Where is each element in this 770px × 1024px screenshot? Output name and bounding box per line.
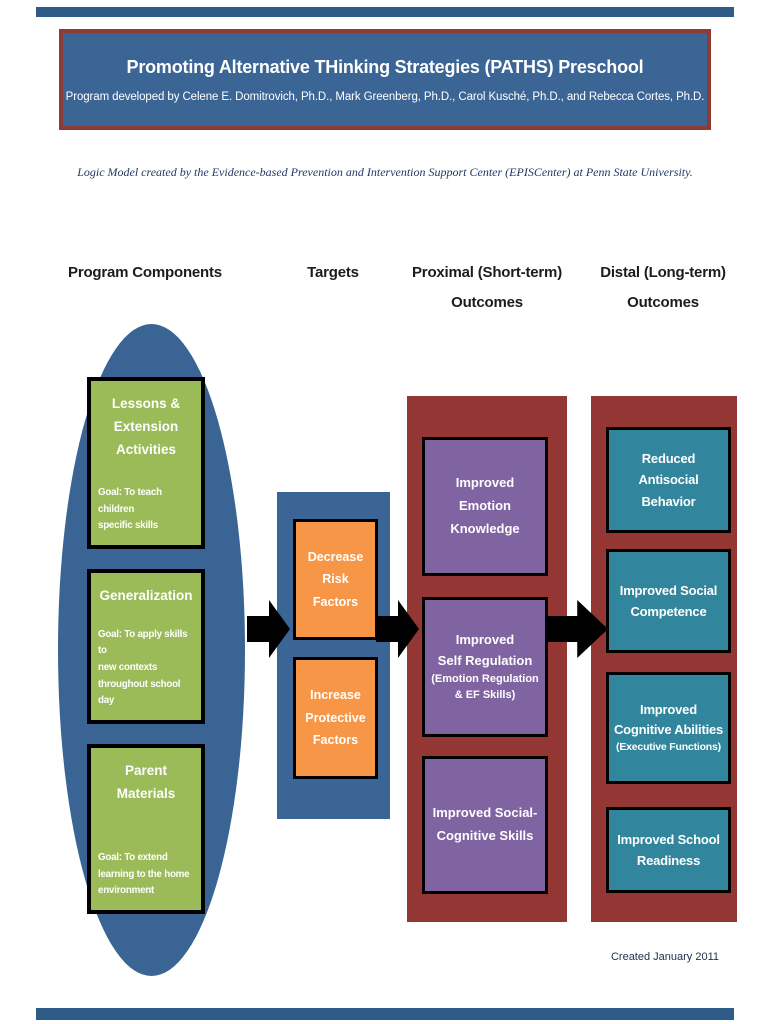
component-box-lessons: Lessons & Extension Activities Goal: To … <box>87 377 205 549</box>
proximal-box-emotion-knowledge: Improved Emotion Knowledge <box>422 437 548 576</box>
column-header-targets: Targets <box>307 264 359 281</box>
proximal-box-self-regulation: Improved Self Regulation (Emotion Regula… <box>422 597 548 737</box>
credit-line: Logic Model created by the Evidence-base… <box>77 165 693 179</box>
right-arrow-icon <box>247 600 290 658</box>
bottom-divider-bar <box>36 1008 734 1020</box>
header-banner: Promoting Alternative THinking Strategie… <box>59 29 711 130</box>
component-goal: Goal: To extend learning to the home env… <box>98 852 190 897</box>
page-subtitle: Program developed by Celene E. Domitrovi… <box>65 90 705 103</box>
distal-box-social-competence: Improved Social Competence <box>606 549 731 653</box>
component-title: Generalization <box>99 588 193 603</box>
outcome-sublabel: (Executive Functions) <box>616 741 721 754</box>
column-header-proximal-outcomes: Proximal (Short-term) Outcomes <box>412 264 562 311</box>
component-title: Lessons & Extension Activities <box>111 396 181 457</box>
component-box-parent-materials: Parent Materials Goal: To extend learnin… <box>87 744 205 914</box>
target-box-decrease-risk: Decrease Risk Factors <box>293 519 378 640</box>
created-date: Created January 2011 <box>610 951 720 963</box>
page-title: Promoting Alternative THinking Strategie… <box>126 56 644 77</box>
outcome-sublabel: (Emotion Regulation & EF Skills) <box>431 672 539 702</box>
component-box-generalization: Generalization Goal: To apply skills to … <box>87 569 205 724</box>
column-header-distal-outcomes: Distal (Long-term) Outcomes <box>600 264 726 311</box>
column-header-program-components: Program Components <box>68 264 222 281</box>
outcome-label: Improved Cognitive Abilities <box>613 701 724 738</box>
distal-box-cognitive-abilities: Improved Cognitive Abilities (Executive … <box>606 672 731 784</box>
component-goal: Goal: To apply skills to new contexts th… <box>98 628 188 707</box>
target-box-increase-protective: Increase Protective Factors <box>293 657 378 779</box>
distal-box-school-readiness: Improved School Readiness <box>606 807 731 893</box>
right-arrow-icon <box>545 600 608 658</box>
right-arrow-icon <box>376 600 419 658</box>
proximal-box-social-cognitive: Improved Social- Cognitive Skills <box>422 756 548 894</box>
distal-box-antisocial-behavior: Reduced Antisocial Behavior <box>606 427 731 533</box>
component-goal: Goal: To teach children specific skills <box>98 487 162 532</box>
outcome-label: Improved Self Regulation <box>437 632 533 668</box>
top-divider-bar <box>36 7 734 17</box>
component-title: Parent Materials <box>116 763 176 801</box>
